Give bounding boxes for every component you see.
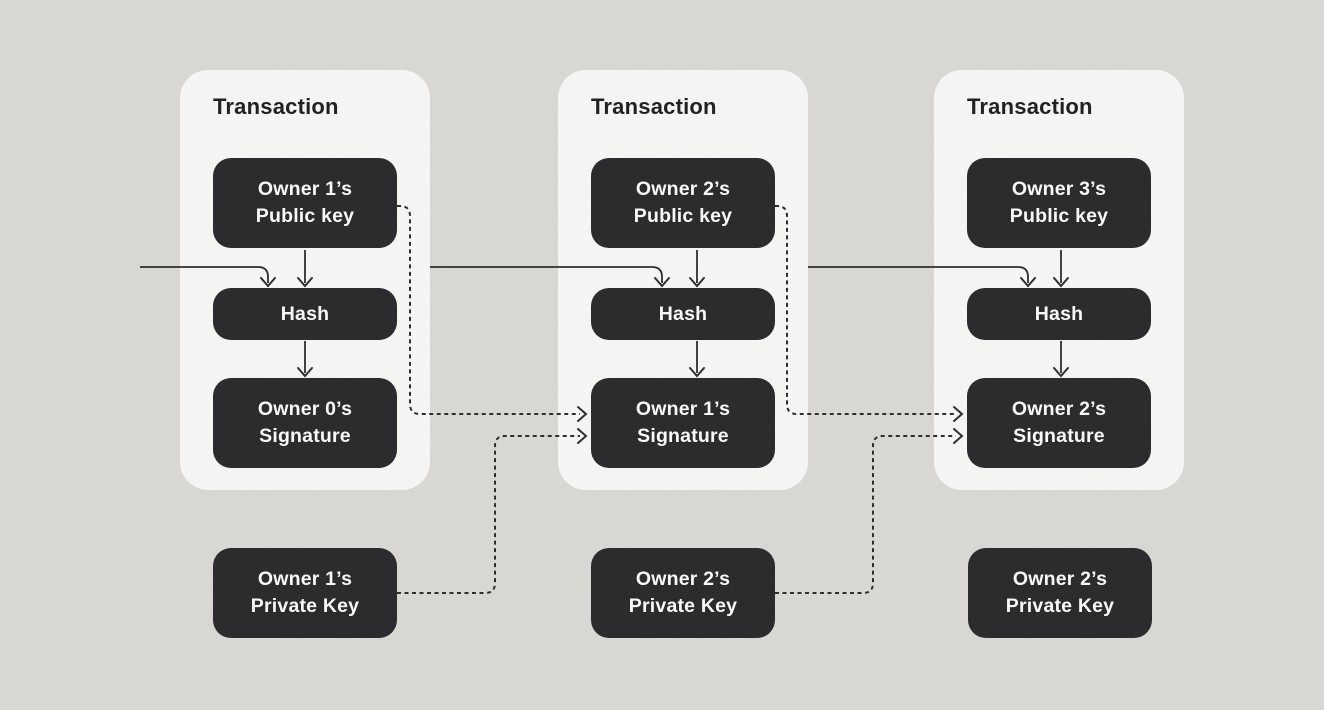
public-key-label-line1: Owner 3’s — [1011, 178, 1107, 200]
signature-label-line1: Owner 0’s — [257, 398, 353, 420]
signature-box: Owner 2’s Signature — [967, 378, 1151, 468]
public-key-box: Owner 3’s Public key — [967, 158, 1151, 248]
hash-label: Hash — [1034, 302, 1084, 325]
transaction-card-2: Transaction Owner 2’s Public key Hash Ow… — [558, 70, 808, 490]
private-key-box-2: Owner 2’s Private Key — [591, 548, 775, 638]
private-key-label-line2: Private Key — [628, 595, 738, 617]
public-key-label-line1: Owner 1’s — [257, 178, 353, 200]
private-key-label-line1: Owner 1’s — [257, 568, 353, 590]
public-key-box: Owner 2’s Public key — [591, 158, 775, 248]
card-title: Transaction — [967, 94, 1093, 119]
transaction-card-3: Transaction Owner 3’s Public key Hash Ow… — [934, 70, 1184, 490]
private-key-label-line1: Owner 2’s — [635, 568, 731, 590]
public-key-label-line1: Owner 2’s — [635, 178, 731, 200]
transaction-card-1: Transaction Owner 1’s Public key Hash Ow… — [180, 70, 430, 490]
signature-label-line2: Signature — [637, 425, 729, 447]
private-key-box-3: Owner 2’s Private Key — [968, 548, 1152, 638]
public-key-label-line2: Public key — [255, 205, 355, 227]
signature-label-line1: Owner 2’s — [1011, 398, 1107, 420]
public-key-box: Owner 1’s Public key — [213, 158, 397, 248]
hash-label: Hash — [658, 302, 708, 325]
card-title: Transaction — [591, 94, 717, 119]
public-key-label-line2: Public key — [633, 205, 733, 227]
signature-box: Owner 0’s Signature — [213, 378, 397, 468]
signature-label-line1: Owner 1’s — [635, 398, 731, 420]
signature-box: Owner 1’s Signature — [591, 378, 775, 468]
private-key-box-1: Owner 1’s Private Key — [213, 548, 397, 638]
private-key-label-line2: Private Key — [250, 595, 360, 617]
public-key-label-line2: Public key — [1009, 205, 1109, 227]
hash-label: Hash — [280, 302, 330, 325]
hash-box: Hash — [591, 288, 775, 340]
hash-box: Hash — [213, 288, 397, 340]
card-title: Transaction — [213, 94, 339, 119]
signature-label-line2: Signature — [1013, 425, 1105, 447]
hash-box: Hash — [967, 288, 1151, 340]
signature-label-line2: Signature — [259, 425, 351, 447]
private-key-label-line2: Private Key — [1005, 595, 1115, 617]
private-key-label-line1: Owner 2’s — [1012, 568, 1108, 590]
